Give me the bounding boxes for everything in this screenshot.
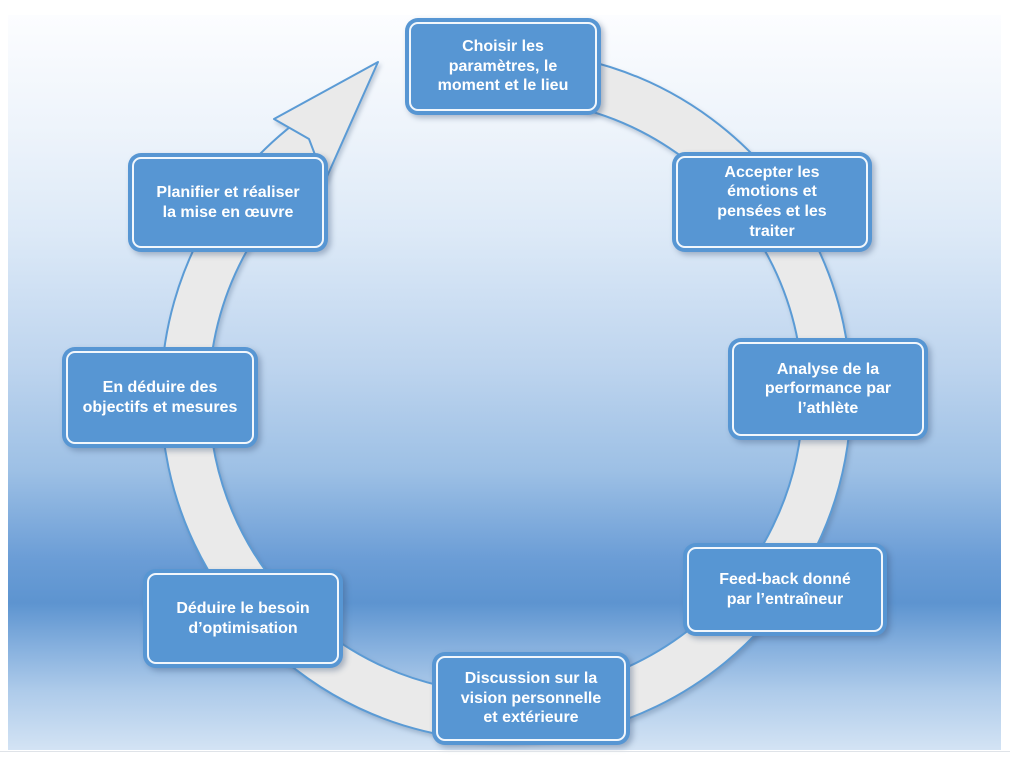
- cycle-step-label: Feed-back donné par l’entraîneur: [719, 570, 851, 608]
- cycle-step-bottom: Discussion sur la vision personnelle et …: [432, 652, 630, 745]
- cycle-step-left: En déduire des objectifs et mesures: [62, 347, 258, 448]
- cycle-step-label: Analyse de la performance par l’athlète: [764, 360, 892, 417]
- cycle-step-bottom-right: Feed-back donné par l’entraîneur: [683, 543, 887, 636]
- cycle-step-label: Discussion sur la vision personnelle et …: [460, 670, 602, 727]
- cycle-step-right: Analyse de la performance par l’athlète: [728, 338, 928, 440]
- bottom-divider: [0, 751, 1010, 752]
- cycle-step-label: Déduire le besoin d’optimisation: [176, 599, 310, 637]
- cycle-step-bottom-left: Déduire le besoin d’optimisation: [143, 569, 343, 668]
- cycle-arrow-band: [160, 57, 852, 742]
- cycle-step-top-left: Planifier et réaliser la mise en œuvre: [128, 153, 328, 252]
- cycle-step-top: Choisir les paramètres, le moment et le …: [405, 18, 601, 115]
- cycle-step-label: Planifier et réaliser la mise en œuvre: [156, 183, 300, 221]
- cycle-step-top-right: Accepter les émotions et pensées et les …: [672, 152, 872, 252]
- cycle-step-label: En déduire des objectifs et mesures: [82, 378, 238, 416]
- gradient-background: Choisir les paramètres, le moment et le …: [8, 15, 1001, 750]
- cycle-step-label: Choisir les paramètres, le moment et le …: [437, 38, 569, 95]
- cycle-step-label: Accepter les émotions et pensées et les …: [717, 163, 827, 240]
